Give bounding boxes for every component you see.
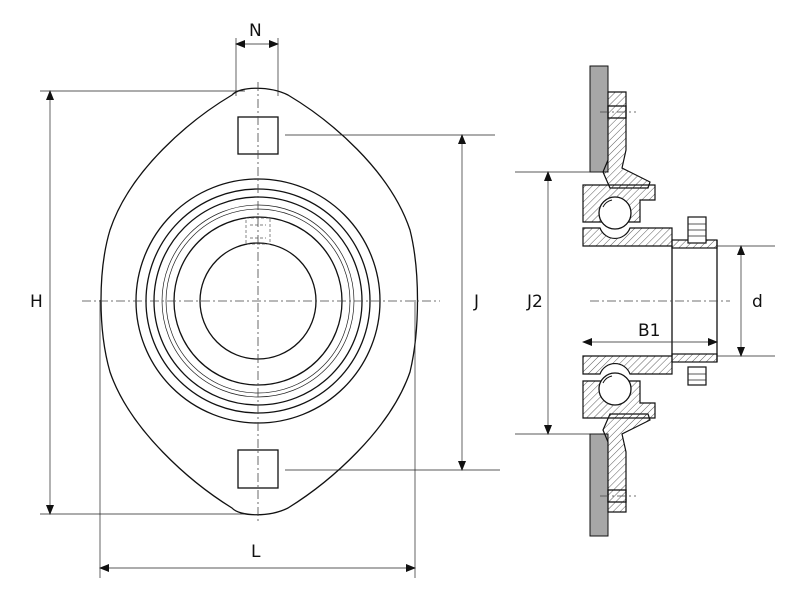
flange-outline xyxy=(100,87,419,516)
mounting-wall-bottom xyxy=(589,433,609,537)
label-d: d xyxy=(752,292,763,312)
section-view: J2 B1 d xyxy=(515,65,775,537)
label-j: J xyxy=(473,292,479,312)
inner-ring-bottom xyxy=(582,355,673,375)
inner-ring-top xyxy=(582,227,673,247)
label-l: L xyxy=(251,542,261,562)
front-view: N H J L xyxy=(30,21,500,578)
bolt-hole-bottom xyxy=(237,449,279,489)
label-h: H xyxy=(30,292,43,312)
ball-bottom xyxy=(598,372,632,406)
set-screw-bottom xyxy=(687,366,707,386)
collar-bottom xyxy=(671,353,718,363)
label-b1: B1 xyxy=(638,321,660,341)
label-j2: J2 xyxy=(526,292,543,312)
ball-top xyxy=(598,196,632,230)
label-n: N xyxy=(249,21,262,41)
mounting-wall-top xyxy=(589,65,609,173)
